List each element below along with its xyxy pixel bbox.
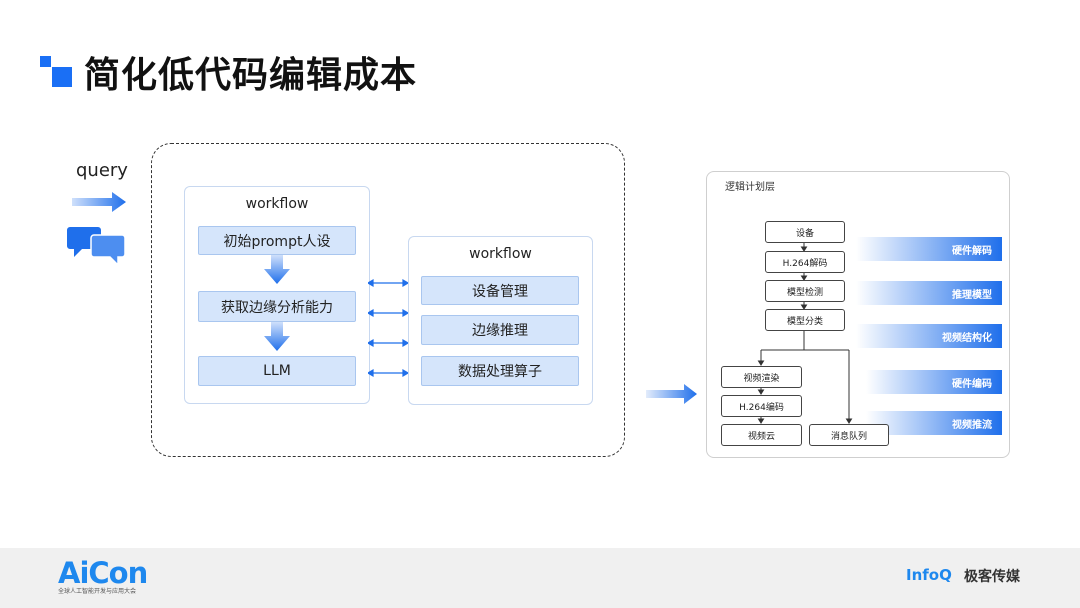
down-arrow-icon: [264, 322, 290, 351]
logic-node: H.264解码: [765, 251, 845, 273]
logic-node: 视频渲染: [721, 366, 802, 388]
agent-container: [151, 143, 625, 457]
workflow-left-title: workflow: [245, 196, 309, 212]
logic-node: 消息队列: [809, 424, 889, 446]
bidirectional-arrows-icon: [368, 278, 408, 378]
infoq-logo: InfoQ: [906, 566, 952, 584]
logic-plan-title: 逻辑计划层: [725, 182, 775, 193]
aicon-subtitle: 全球人工智能开发与应用大会: [58, 588, 137, 595]
workflow-right-step: 设备管理: [421, 276, 579, 305]
down-arrow-icon: [264, 255, 290, 284]
chat-bubbles-icon: [67, 227, 126, 267]
workflow-left-step: 获取边缘分析能力: [198, 291, 356, 322]
logic-node: 模型分类: [765, 309, 845, 331]
capability-band: 推理模型: [856, 281, 1002, 305]
logic-node: 视频云: [721, 424, 802, 446]
logic-node: H.264编码: [721, 395, 802, 417]
capability-band: 硬件编码: [866, 370, 1002, 394]
footer-bar: [0, 548, 1080, 608]
page-title: 简化低代码编辑成本: [84, 55, 418, 96]
title-logo-square-small: [40, 56, 51, 67]
logic-node: 模型检测: [765, 280, 845, 302]
workflow-left-step: LLM: [198, 356, 356, 386]
capability-band: 视频结构化: [856, 324, 1002, 348]
logic-node: 设备: [765, 221, 845, 243]
capability-band: 硬件解码: [856, 237, 1002, 261]
capability-band: 视频推流: [866, 411, 1002, 435]
logic-flow-connectors: [757, 242, 853, 424]
workflow-left-step: 初始prompt人设: [198, 226, 356, 255]
query-arrow-icon: [72, 192, 126, 212]
workflow-right-step: 数据处理算子: [421, 356, 579, 386]
workflow-right-step: 边缘推理: [421, 315, 579, 345]
workflow-right-title: workflow: [469, 246, 532, 262]
title-logo-square-large: [52, 67, 72, 87]
geek-media-logo: 极客传媒: [964, 569, 1020, 585]
output-arrow-icon: [646, 384, 697, 404]
query-label: query: [76, 160, 128, 181]
aicon-logo: AiCon: [58, 556, 148, 590]
